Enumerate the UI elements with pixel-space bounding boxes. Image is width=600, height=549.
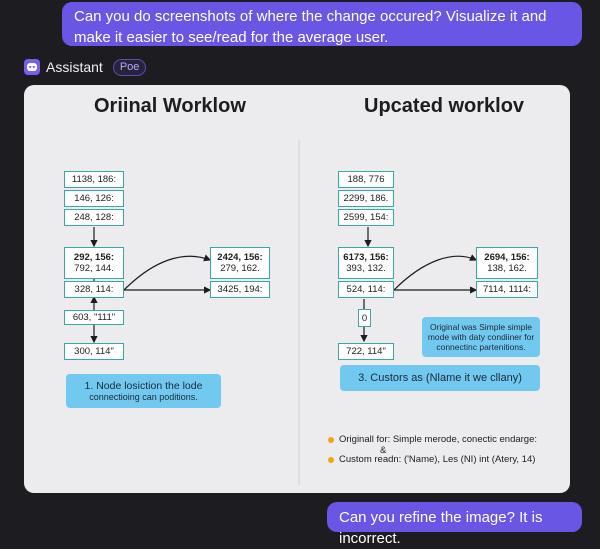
right-right-top-value-1: 2694, 156:	[484, 252, 530, 263]
right-mid-value-1: 6173, 156:	[343, 252, 389, 263]
right-mid-value-2: 393, 132.	[346, 263, 386, 274]
left-mid-value-2: 792, 144.	[74, 263, 114, 274]
user-message: Can you refine the image? It is incorrec…	[327, 502, 582, 547]
poe-badge[interactable]: Poe	[112, 58, 147, 76]
left-mid-value-1: 292, 156:	[73, 252, 115, 263]
right-node-box: 524, 114:	[338, 281, 394, 298]
left-note: 1. Node losiction the lode connectioing …	[66, 374, 221, 408]
assistant-name: Assistant	[46, 59, 103, 75]
bullet-item-1: Originall for: Simple merode, conectic e…	[328, 434, 537, 445]
left-bottom-box: 300, 114"	[64, 343, 124, 360]
bot-icon	[24, 59, 40, 75]
bullet-text-1: Originall for: Simple merode, conectic e…	[339, 434, 538, 445]
assistant-header: Assistant Poe	[24, 58, 147, 76]
right-info-box: Original was Simple simple mode with dat…	[422, 317, 540, 357]
right-info-line-3: connectinc partenitions.	[436, 342, 526, 352]
generated-image[interactable]: Oriinal Worklow 1138, 186: 146, 126: 248…	[24, 85, 570, 493]
left-node-box: 328, 114:	[64, 281, 124, 298]
left-stack-box-2: 146, 126:	[64, 190, 124, 207]
right-info-line-1: Original was Simple simple	[429, 322, 533, 332]
right-mid-box: 6173, 156: 393, 132.	[338, 247, 394, 279]
right-right-bottom-box: 7114, 1114:	[476, 281, 538, 298]
left-note-line-2: connectioing can poditions.	[89, 392, 198, 402]
right-stack-box-3: 2599, 154:	[338, 209, 394, 226]
right-right-top-box: 2694, 156: 138, 162.	[476, 247, 538, 279]
left-stack-box-1: 1138, 186:	[64, 171, 124, 188]
bullet-dot-icon	[328, 436, 334, 443]
left-panel-title: Oriinal Worklow	[94, 95, 246, 117]
workflow-arrows	[90, 140, 478, 485]
bullet-separator: &	[380, 445, 386, 456]
bullet-dot-icon	[328, 456, 334, 463]
left-right-top-value-1: 2424, 156:	[217, 252, 263, 263]
left-right-bottom-box: 3425, 194:	[210, 281, 270, 298]
right-panel-title: Upcated worklov	[364, 95, 525, 117]
right-stack-box-2: 2299, 186.	[338, 190, 394, 207]
right-note: 3. Custors as (Nlame it we cllany)	[340, 365, 540, 391]
bullet-item-2: Custom readn: ('Name), Les (NI) int (Ate…	[328, 454, 535, 465]
left-stack-box-3: 248, 128:	[64, 209, 124, 226]
right-right-top-value-2: 138, 162.	[487, 263, 527, 274]
bullet-text-2: &	[380, 445, 387, 456]
left-mid-box: 292, 156: 792, 144.	[64, 247, 124, 279]
left-loop-box: 603, "111"	[64, 310, 124, 325]
bullet-text-3: Custom readn: ('Name), Les (NI) int (Ate…	[339, 454, 536, 465]
right-bottom-box: 722, 114"	[338, 343, 394, 360]
left-right-top-value-2: 279, 162.	[220, 263, 260, 274]
left-note-line-1: 1. Node losiction the lode	[84, 380, 203, 392]
right-info-line-2: mode with daty condiiner for	[427, 332, 535, 342]
user-message: Can you do screenshots of where the chan…	[62, 2, 582, 46]
right-stack-box-1: 188, 776	[338, 171, 394, 188]
left-right-top-box: 2424, 156: 279, 162.	[210, 247, 270, 279]
right-loop-box: 0	[358, 309, 371, 327]
